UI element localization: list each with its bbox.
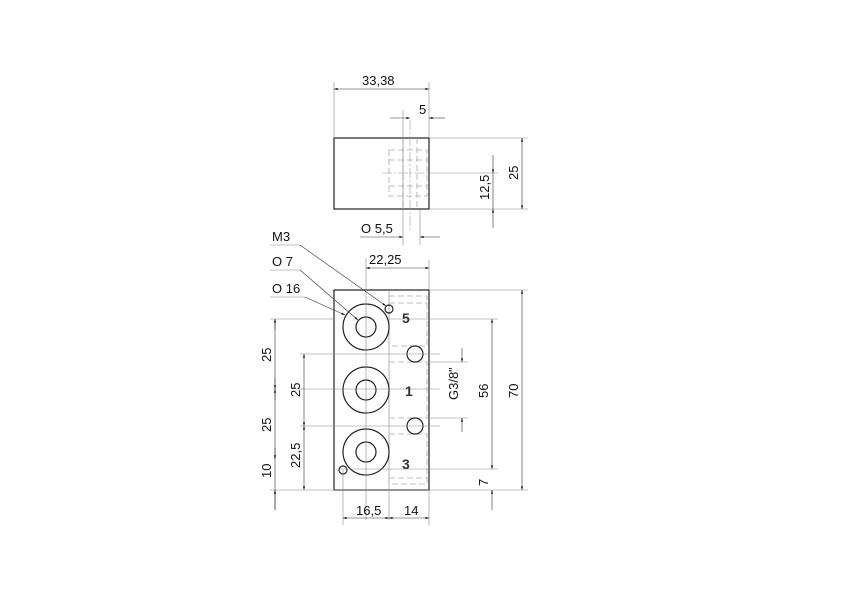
- dim-width-label: 33,38: [362, 73, 395, 88]
- dim-bore-dia-label: O 5,5: [361, 221, 393, 236]
- callout-m3-label: M3: [272, 229, 290, 244]
- dim-overall-height: 70: [506, 384, 521, 398]
- port-label-5: 5: [402, 310, 410, 326]
- dim-inner-pitch: 25: [288, 383, 303, 397]
- front-view-outline: [333, 289, 430, 491]
- m3-hole-top: [384, 304, 394, 314]
- port-label-3: 3: [402, 456, 410, 472]
- dim-half-height-label: 12,5: [477, 175, 492, 200]
- dim-left-pitch-2: 25: [259, 418, 274, 432]
- top-view-hidden-lines: [388, 138, 428, 209]
- dim-port-span: 56: [476, 384, 491, 398]
- dim-height-label: 25: [506, 166, 521, 180]
- dim-bottom-right: 14: [404, 503, 418, 518]
- dim-inner-bottom: 22,5: [288, 443, 303, 468]
- callout-inner-dia-label: O 7: [272, 254, 293, 269]
- dim-left-bottom: 10: [259, 464, 274, 478]
- dim-port-thread: G3/8": [446, 367, 461, 400]
- dim-offset-label: 5: [419, 102, 426, 117]
- dim-bottom-offset: 7: [476, 479, 491, 486]
- callout-leaders: [270, 244, 387, 321]
- dim-hole-offset-label: 22,25: [369, 252, 402, 267]
- port-label-1: 1: [405, 383, 413, 399]
- dim-left-pitch-1: 25: [259, 348, 274, 362]
- front-view-hidden-lines: [388, 295, 428, 485]
- top-view: 33,38 5 O 5,5 12,5 25: [333, 73, 528, 245]
- top-view-outline: [333, 137, 430, 210]
- callout-outer-dia-label: O 16: [272, 281, 300, 296]
- dim-bottom-left: 16,5: [356, 503, 381, 518]
- front-view: M3 O 7 O 16 22,25 25 25 10 25 22,5 16,5 …: [259, 229, 528, 525]
